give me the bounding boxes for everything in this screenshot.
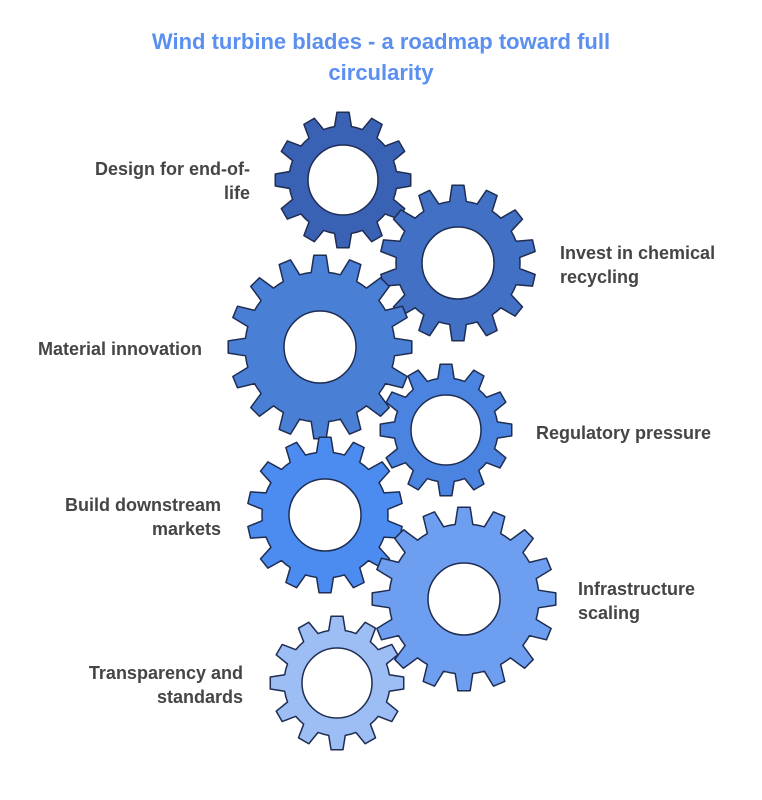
label-regulatory-pressure: Regulatory pressure	[536, 421, 711, 445]
gear-hole	[307, 144, 379, 216]
gear-build-downstream-markets	[247, 436, 403, 594]
gear-infrastructure-scaling	[371, 506, 557, 692]
label-build-downstream-markets: Build downstream markets	[65, 493, 221, 541]
diagram-title: Wind turbine blades - a roadmap toward f…	[81, 26, 681, 88]
label-invest-in-chemical-recycling: Invest in chemical recycling	[560, 241, 715, 289]
gear-design-for-end-of-life	[274, 111, 412, 249]
gear-material-innovation	[227, 254, 413, 440]
label-material-innovation: Material innovation	[38, 337, 202, 361]
title-line-1: Wind turbine blades - a roadmap toward f…	[151, 29, 611, 54]
gear-regulatory-pressure	[379, 363, 513, 497]
label-line: Build downstream	[64, 495, 221, 515]
gear-hole	[421, 226, 495, 300]
label-line: Transparency and	[88, 663, 243, 683]
gear-hole	[410, 394, 482, 466]
label-line: recycling	[560, 267, 640, 287]
label-line: life	[223, 183, 250, 203]
gear-hole	[301, 647, 373, 719]
label-line: Design for end-of-	[95, 159, 250, 179]
label-line: standards	[156, 687, 243, 707]
label-line: scaling	[578, 603, 641, 623]
gear-transparency-and-standards	[269, 615, 405, 751]
label-line: Infrastructure	[578, 579, 696, 599]
title-line-2: circularity	[328, 60, 434, 85]
label-line: Regulatory pressure	[536, 423, 712, 443]
label-line: Material innovation	[37, 339, 202, 359]
label-transparency-and-standards: Transparency and standards	[89, 661, 243, 709]
gear-hole	[283, 310, 357, 384]
gear-hole	[288, 478, 362, 552]
gear-hole	[427, 562, 501, 636]
label-infrastructure-scaling: Infrastructure scaling	[578, 577, 695, 625]
label-design-for-end-of-life: Design for end-of- life	[95, 157, 250, 205]
label-line: Invest in chemical	[560, 243, 716, 263]
label-line: markets	[151, 519, 221, 539]
gear-invest-in-chemical-recycling	[380, 184, 536, 342]
